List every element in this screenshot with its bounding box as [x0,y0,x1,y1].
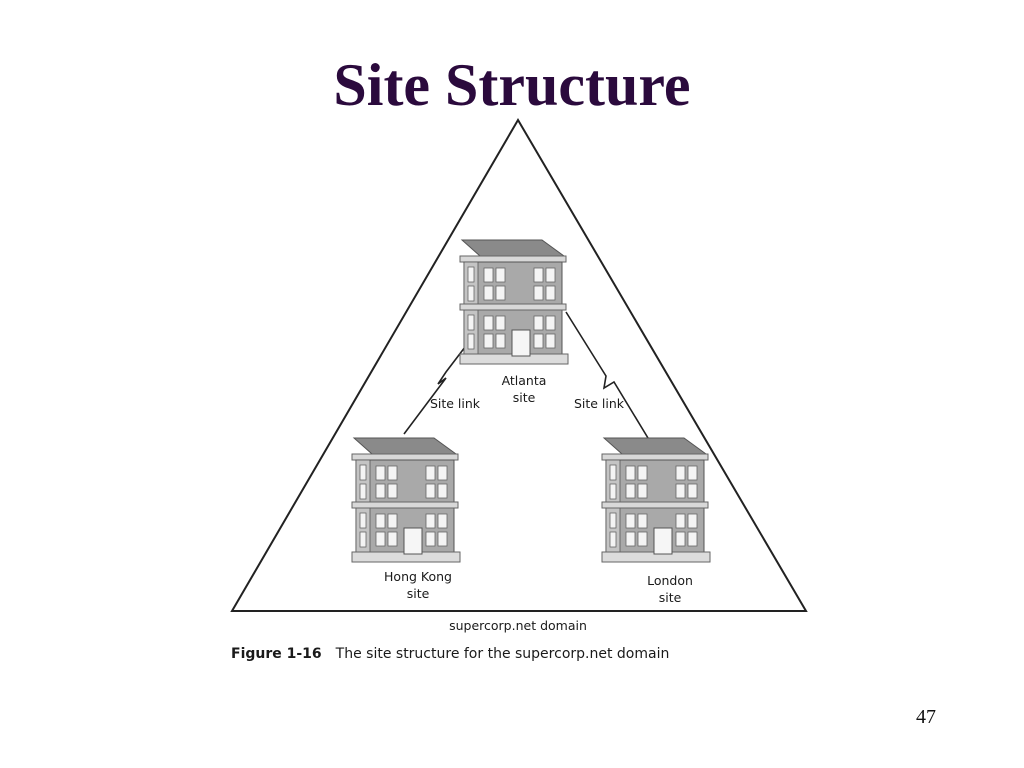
figure-number: Figure 1-16 [231,646,322,662]
site-label-hong-kong-line2: site [407,586,430,601]
building-icon-hong-kong [351,437,461,563]
domain-label: supercorp.net domain [449,618,587,633]
site-label-hong-kong-line1: Hong Kong [384,569,452,584]
site-link-label-right: Site link [574,396,625,411]
site-label-atlanta-line1: Atlanta [502,373,547,388]
site-label-london-line1: London [647,573,693,588]
site-link-right [565,311,649,439]
page-number: 47 [916,706,936,728]
building-icon-atlanta [459,239,569,365]
domain-triangle [230,118,808,612]
site-label-london-line2: site [659,590,682,605]
site-link-left [403,329,479,435]
site-label-atlanta-line2: site [513,390,536,405]
figure-caption-text: The site structure for the supercorp.net… [335,646,670,662]
building-icon-london [601,437,711,563]
slide-title: Site Structure [333,52,691,118]
figure-caption: Figure 1-16 The site structure for the su… [231,646,669,662]
site-link-label-left: Site link [430,396,481,411]
